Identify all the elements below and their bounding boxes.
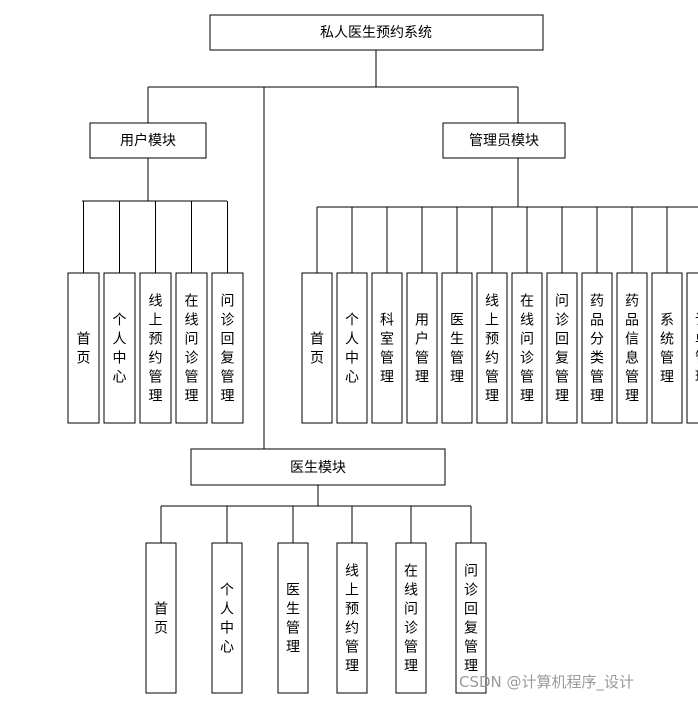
user-module-label: 用户模块 — [120, 132, 176, 149]
admin-item-label: 医生管理 — [450, 313, 464, 386]
user-module-items: 首页 个人中心 线上预约管理 在线问诊管理 问诊回复管理 — [67, 272, 244, 424]
doctor-module-node: 医生模块 — [190, 448, 446, 486]
user-item-0: 首页 — [67, 272, 100, 424]
user-item-label: 问诊回复管理 — [221, 294, 235, 405]
user-item-4: 问诊回复管理 — [211, 272, 244, 424]
root-node: 私人医生预约系统 — [209, 14, 544, 51]
user-item-3: 在线问诊管理 — [175, 272, 208, 424]
doctor-item-0: 首页 — [145, 542, 177, 694]
admin-item-label: 问诊回复管理 — [555, 294, 569, 405]
admin-item-9: 药品信息管理 — [616, 272, 648, 424]
doctor-item-label: 在线问诊管理 — [404, 564, 418, 675]
doctor-item-label: 个人中心 — [220, 583, 234, 656]
admin-item-label: 个人中心 — [345, 313, 359, 386]
admin-item-3: 用户管理 — [406, 272, 438, 424]
user-item-label: 在线问诊管理 — [185, 294, 199, 405]
admin-item-8: 药品分类管理 — [581, 272, 613, 424]
admin-item-label: 系统管理 — [660, 313, 674, 386]
admin-item-label: 订单管理 — [695, 313, 698, 386]
doctor-item-4: 在线问诊管理 — [395, 542, 427, 694]
root-label: 私人医生预约系统 — [320, 25, 432, 41]
watermark: CSDN @计算机程序_设计 — [459, 673, 635, 691]
admin-item-label: 药品信息管理 — [625, 294, 639, 405]
user-item-label: 线上预约管理 — [149, 294, 163, 405]
doctor-item-label: 问诊回复管理 — [464, 564, 478, 675]
admin-item-label: 线上预约管理 — [485, 294, 499, 405]
user-item-label: 个人中心 — [113, 313, 127, 386]
admin-item-11: 订单管理 — [686, 272, 698, 424]
doctor-module-label: 医生模块 — [290, 460, 346, 476]
doctor-item-1: 个人中心 — [211, 542, 243, 694]
doctor-item-2: 医生管理 — [277, 542, 309, 694]
connector-lines — [82, 50, 698, 543]
admin-item-label: 科室管理 — [380, 313, 394, 386]
doctor-item-label: 线上预约管理 — [345, 564, 359, 675]
admin-item-10: 系统管理 — [651, 272, 683, 424]
admin-item-5: 线上预约管理 — [476, 272, 508, 424]
admin-item-label: 在线问诊管理 — [520, 294, 534, 405]
admin-item-label: 用户管理 — [415, 313, 429, 386]
user-item-label: 首页 — [77, 332, 91, 367]
admin-module-items: 首页 个人中心 科室管理 用户管理 医生管理 线上预约管理 在线问诊管理 问诊回复管理 药品分类… — [301, 272, 698, 424]
admin-module-label: 管理员模块 — [469, 133, 539, 149]
user-module-node: 用户模块 — [89, 122, 207, 159]
user-item-1: 个人中心 — [103, 272, 136, 424]
admin-item-0: 首页 — [301, 272, 333, 424]
doctor-module-items: 首页 个人中心 医生管理 线上预约管理 在线问诊管理 问诊回复管理 — [145, 542, 487, 694]
admin-item-7: 问诊回复管理 — [546, 272, 578, 424]
doctor-item-label: 医生管理 — [286, 583, 300, 656]
doctor-item-3: 线上预约管理 — [336, 542, 368, 694]
doctor-item-label: 首页 — [154, 602, 168, 637]
admin-module-node: 管理员模块 — [442, 122, 566, 159]
admin-item-label: 药品分类管理 — [590, 294, 604, 405]
admin-item-label: 首页 — [310, 332, 324, 367]
doctor-item-5: 问诊回复管理 — [455, 542, 487, 694]
admin-item-1: 个人中心 — [336, 272, 368, 424]
admin-item-4: 医生管理 — [441, 272, 473, 424]
admin-item-2: 科室管理 — [371, 272, 403, 424]
user-item-2: 线上预约管理 — [139, 272, 172, 424]
admin-item-6: 在线问诊管理 — [511, 272, 543, 424]
